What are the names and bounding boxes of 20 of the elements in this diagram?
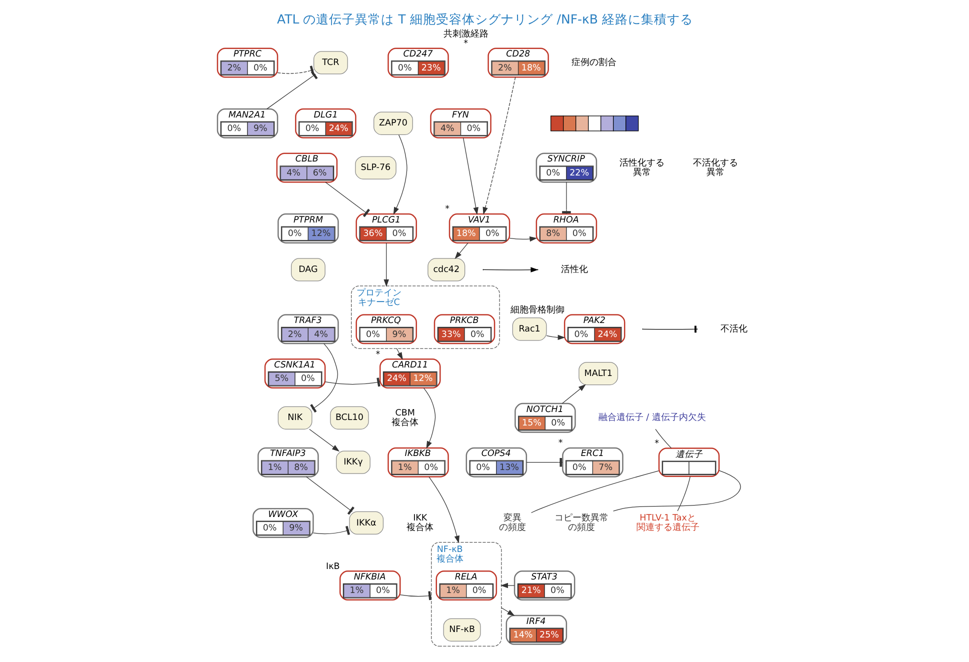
node-text: 変異の頻度	[498, 514, 526, 533]
node-label: IκB	[326, 562, 340, 572]
node-text: 融合遺伝子 / 遺伝子内欠失	[598, 413, 706, 424]
node-label: 細胞骨格制御	[510, 305, 564, 316]
node-label: *	[463, 38, 468, 49]
node-label: *	[444, 204, 450, 215]
diagram-title: ATL の遺伝子異常は T 細胞受容体シグナリング /NF-κB 経路に集積する	[276, 11, 692, 26]
legend-label: 不活化する異常	[692, 158, 738, 178]
legend-label: 不活化	[720, 324, 748, 334]
node-label: 共刺激経路	[442, 30, 488, 40]
node-text: コピー数異常の頻度	[554, 514, 608, 533]
legend-label: 活性化	[560, 265, 588, 276]
node-label: *	[375, 350, 380, 360]
label: CBM 複合体	[391, 408, 418, 428]
node-label: *	[558, 438, 562, 449]
legend-label: 活性化する異常	[619, 158, 664, 178]
node-text: HTLV-1 Taxと関連する遺伝子	[636, 514, 699, 533]
node-label: *	[654, 438, 659, 449]
label: 症例の割合	[570, 58, 616, 68]
label: IKK 複合体	[406, 514, 434, 533]
